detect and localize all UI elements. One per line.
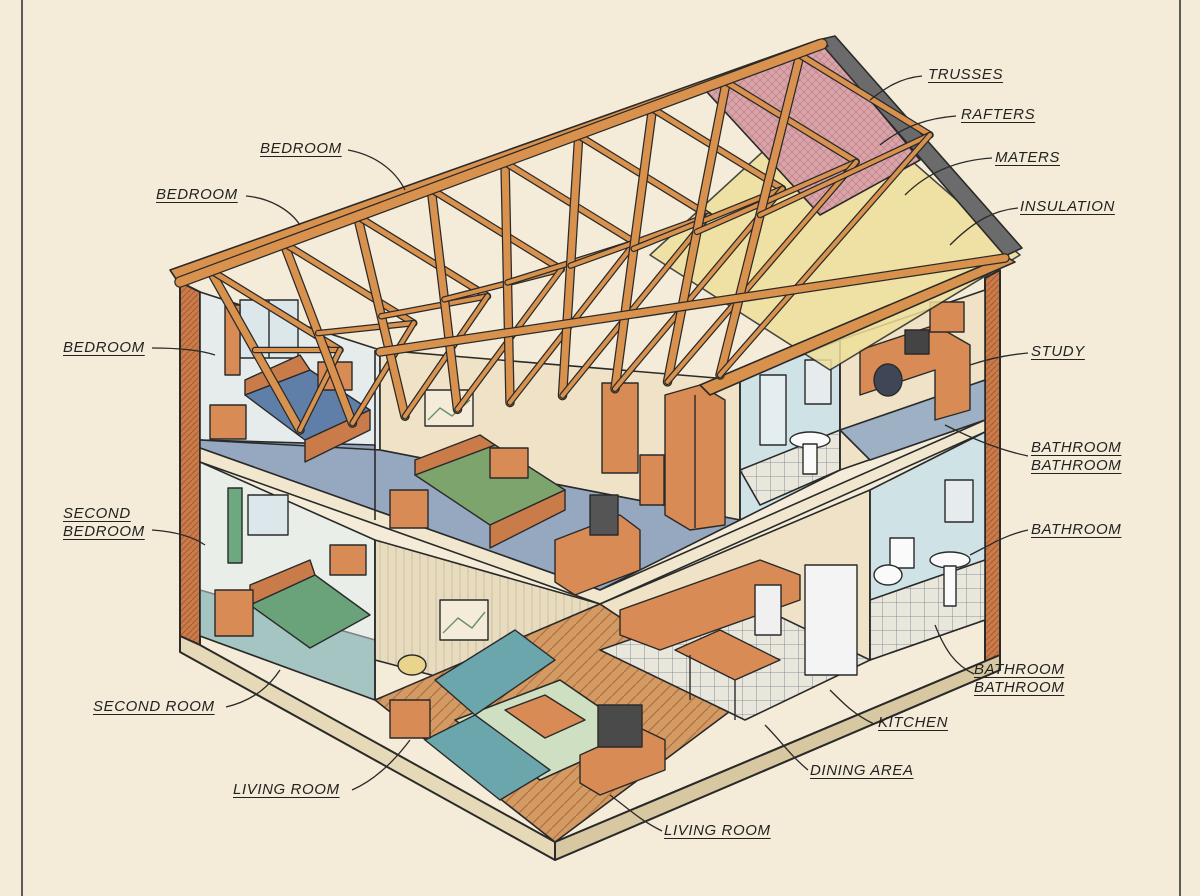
label-bedroom-left: BEDROOM xyxy=(63,339,145,356)
label-bedroom-upper-left: BEDROOM xyxy=(156,186,238,203)
label-second-bedroom: SECOND BEDROOM xyxy=(63,505,145,541)
label-second-room: SECOND ROOM xyxy=(93,698,215,715)
label-insulation: INSULATION xyxy=(1020,198,1115,215)
label-bathroom-lower: BATHROOM BATHROOM xyxy=(974,661,1064,697)
label-second-bedroom-line2: BEDROOM xyxy=(63,523,145,540)
label-trusses: TRUSSES xyxy=(928,66,1004,83)
label-kitchen: KITCHEN xyxy=(878,714,949,731)
label-living-room-left: LIVING ROOM xyxy=(233,781,340,798)
label-dining-area: DINING AREA xyxy=(810,762,914,779)
label-second-bedroom-line1: SECOND xyxy=(63,505,131,522)
label-study: STUDY xyxy=(1031,343,1085,360)
label-bathroom-upper-line1: BATHROOM xyxy=(1031,439,1122,456)
label-living-room-bottom: LIVING ROOM xyxy=(664,822,771,839)
leader-lines xyxy=(151,75,1029,832)
label-bathroom-lower-line2: BATHROOM xyxy=(974,679,1065,696)
label-bathroom-mid: BATHROOM xyxy=(1031,521,1122,538)
label-maters: MATERS xyxy=(995,149,1060,166)
label-bathroom-lower-line1: BATHROOM xyxy=(974,661,1065,678)
roof-trusses xyxy=(174,38,1010,435)
label-bedroom-top: BEDROOM xyxy=(260,140,342,157)
lower-furniture xyxy=(214,479,974,801)
label-bathroom-upper-line2: BATHROOM xyxy=(1031,457,1122,474)
label-bathroom-upper: BATHROOM BATHROOM xyxy=(1031,439,1121,475)
label-rafters: RAFTERS xyxy=(961,106,1036,123)
